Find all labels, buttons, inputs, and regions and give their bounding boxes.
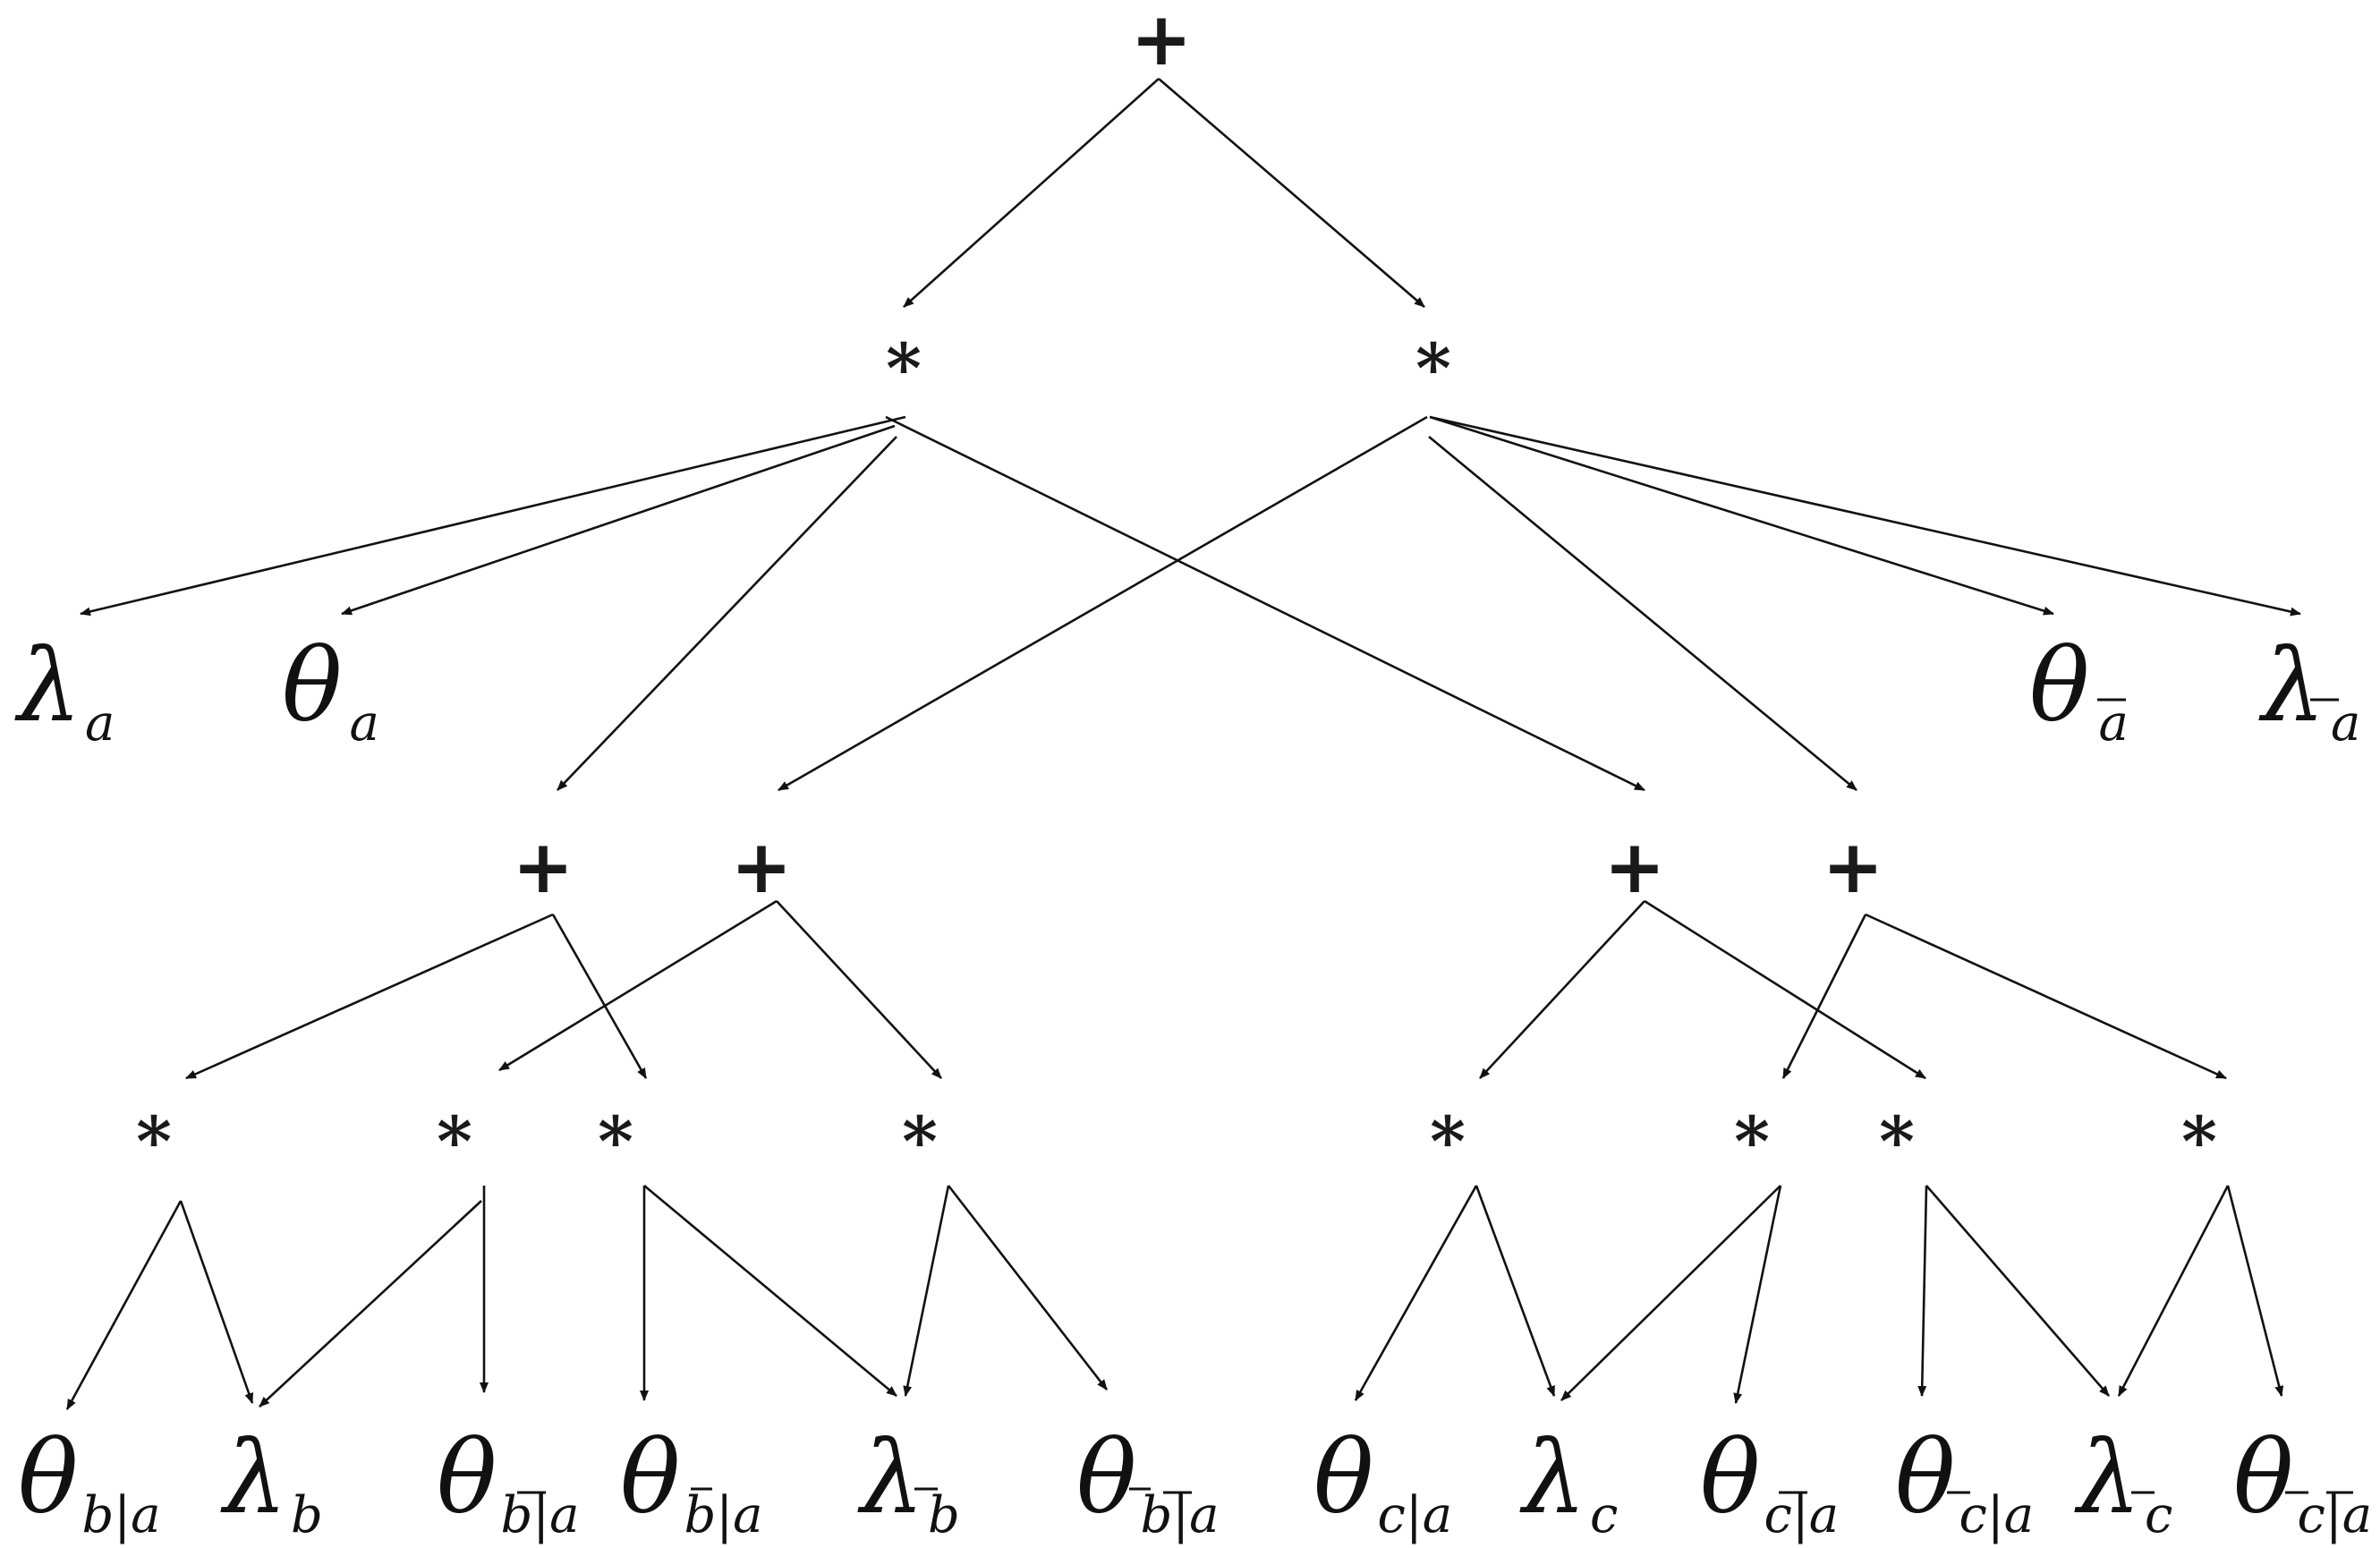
product-node-b4: *	[902, 1101, 938, 1181]
edge-prodb1-theta-b-a	[65, 1200, 183, 1410]
edge-proda-sum-c1	[885, 415, 1645, 792]
edge-prodc4-theta-cbar-abar	[2226, 1185, 2284, 1397]
edge-sumb1-prodb3	[551, 914, 648, 1079]
edge-prodabar-sum-b2	[778, 415, 1428, 792]
leaf-lambda-cbar: λc	[2074, 1420, 2172, 1544]
product-node-c2: *	[1734, 1101, 1770, 1181]
leaf-theta-bbar-given-a: θb|a	[620, 1420, 763, 1544]
leaf-theta-c-given-a: θc|a	[1313, 1420, 1452, 1544]
edge-sumb2-prodb2	[498, 899, 778, 1072]
edge-prodb4-theta-bbar-abar	[947, 1185, 1109, 1391]
edge-prodb3-lambda-bbar	[643, 1185, 897, 1397]
product-node-c4: *	[2181, 1101, 2217, 1181]
leaf-theta-cbar-given-a: θc|a	[1895, 1420, 2034, 1544]
edges	[65, 78, 2301, 1410]
product-node-a: *	[886, 328, 922, 408]
product-node-c3: *	[1879, 1101, 1915, 1181]
sum-node-c1: +	[1604, 825, 1666, 910]
edge-prodabar-theta-abar	[1429, 415, 2054, 616]
edge-prodc2-theta-c-abar	[1733, 1185, 1782, 1404]
edge-prodc4-lambda-cbar	[2117, 1185, 2230, 1397]
bottom-leaves: θb|a λb θb|a θb|a λb θb|a θc|a λc θc|a θ…	[18, 1420, 2372, 1544]
edge-prodabar-sum-c2	[1428, 435, 1857, 792]
edge-prodc1-lambda-c	[1475, 1185, 1556, 1397]
negation-overbars	[517, 698, 2353, 1494]
sum-node-b1: +	[513, 825, 574, 910]
leaf-theta-b-given-abar: θb|a	[437, 1420, 580, 1544]
sum-node-c2: +	[1823, 825, 1884, 910]
leaf-lambda-a: λa	[14, 628, 115, 753]
operator-nodes: + * * + + + + * * * * * * * *	[136, 0, 2217, 1181]
root-sum-node: +	[1131, 0, 1193, 82]
leaf-lambda-bbar: λb	[857, 1420, 960, 1544]
edge-proda-theta-a	[341, 424, 896, 616]
sum-node-b2: +	[731, 825, 793, 910]
product-node-b1: *	[136, 1101, 172, 1181]
edge-proda-lambda-a	[80, 415, 906, 617]
product-node-c1: *	[1430, 1101, 1466, 1181]
product-node-b3: *	[598, 1101, 633, 1181]
edge-root-prod-abar	[1158, 78, 1425, 308]
edge-prodb2-lambda-b	[259, 1200, 482, 1408]
edge-prodb4-lambda-bbar	[903, 1185, 950, 1397]
leaf-theta-bbar-given-abar: θb|a	[1076, 1420, 1220, 1544]
edge-sumc1-prodc1	[1479, 900, 1645, 1079]
edge-prodc1-theta-c-a	[1354, 1185, 1478, 1401]
edge-prodb1-lambda-b	[179, 1200, 254, 1404]
edge-prodc3-theta-cbar-a	[1917, 1185, 1928, 1397]
leaf-theta-cbar-given-abar: θc|a	[2233, 1420, 2372, 1544]
edge-proda-sum-b1	[557, 436, 897, 791]
edge-root-prod-a	[903, 78, 1160, 308]
edge-sumc2-prodc4	[1865, 913, 2227, 1080]
leaf-theta-c-given-abar: θc|a	[1700, 1420, 1839, 1544]
edge-sumc2-prodc2	[1781, 914, 1867, 1079]
leaf-lambda-c: λc	[1519, 1420, 1618, 1544]
product-node-abar: *	[1415, 328, 1451, 408]
leaf-theta-b-given-a: θb|a	[18, 1420, 161, 1544]
edge-sumb1-prodb1	[185, 913, 554, 1080]
edge-sumb2-prodb4	[776, 900, 942, 1079]
edge-sumc1-prodc3	[1644, 899, 1926, 1080]
edge-prodabar-lambda-abar	[1429, 415, 2301, 617]
product-node-b2: *	[437, 1101, 472, 1181]
edge-prodc3-lambda-cbar	[1925, 1185, 2110, 1397]
leaf-lambda-b: λb	[220, 1420, 323, 1544]
edge-prodc2-lambda-c	[1560, 1185, 1781, 1401]
